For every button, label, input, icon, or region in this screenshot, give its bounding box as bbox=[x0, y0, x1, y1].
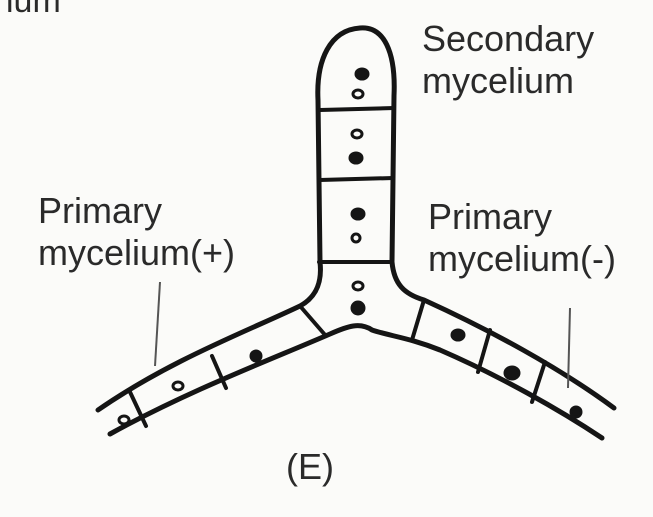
septum bbox=[320, 178, 393, 180]
nucleus-filled bbox=[251, 351, 261, 361]
nucleus-filled bbox=[352, 209, 364, 219]
nucleus-open bbox=[353, 90, 363, 98]
nucleus-open bbox=[352, 234, 360, 242]
label-line: Primary bbox=[38, 190, 235, 232]
clipped-label: ium bbox=[6, 0, 61, 22]
lower-left-wall bbox=[110, 326, 602, 438]
nucleus-filled bbox=[350, 153, 362, 163]
label-line: Primary bbox=[428, 196, 616, 238]
nucleus-open bbox=[352, 130, 362, 138]
label-line: mycelium(-) bbox=[428, 238, 616, 280]
label-line: Secondary bbox=[422, 18, 594, 60]
nucleus-filled bbox=[452, 330, 464, 340]
leader-line-plus bbox=[155, 282, 160, 366]
nucleus-open bbox=[119, 416, 129, 424]
nucleus-open bbox=[173, 382, 183, 390]
primary-minus-label: Primary mycelium(-) bbox=[428, 196, 616, 280]
secondary-mycelium-label: Secondary mycelium bbox=[422, 18, 594, 102]
nucleus-filled bbox=[505, 367, 519, 379]
nucleus-filled bbox=[571, 407, 581, 417]
septum bbox=[320, 108, 394, 110]
panel-label: (E) bbox=[286, 446, 334, 488]
nucleus-filled bbox=[352, 302, 364, 314]
nucleus-open bbox=[353, 282, 363, 290]
septum bbox=[300, 306, 326, 336]
septum bbox=[478, 330, 490, 372]
septum bbox=[532, 362, 545, 402]
septum bbox=[412, 300, 424, 340]
nucleus-filled bbox=[356, 69, 368, 79]
primary-plus-label: Primary mycelium(+) bbox=[38, 190, 235, 274]
label-line: mycelium bbox=[422, 60, 594, 102]
label-line: mycelium(+) bbox=[38, 232, 235, 274]
